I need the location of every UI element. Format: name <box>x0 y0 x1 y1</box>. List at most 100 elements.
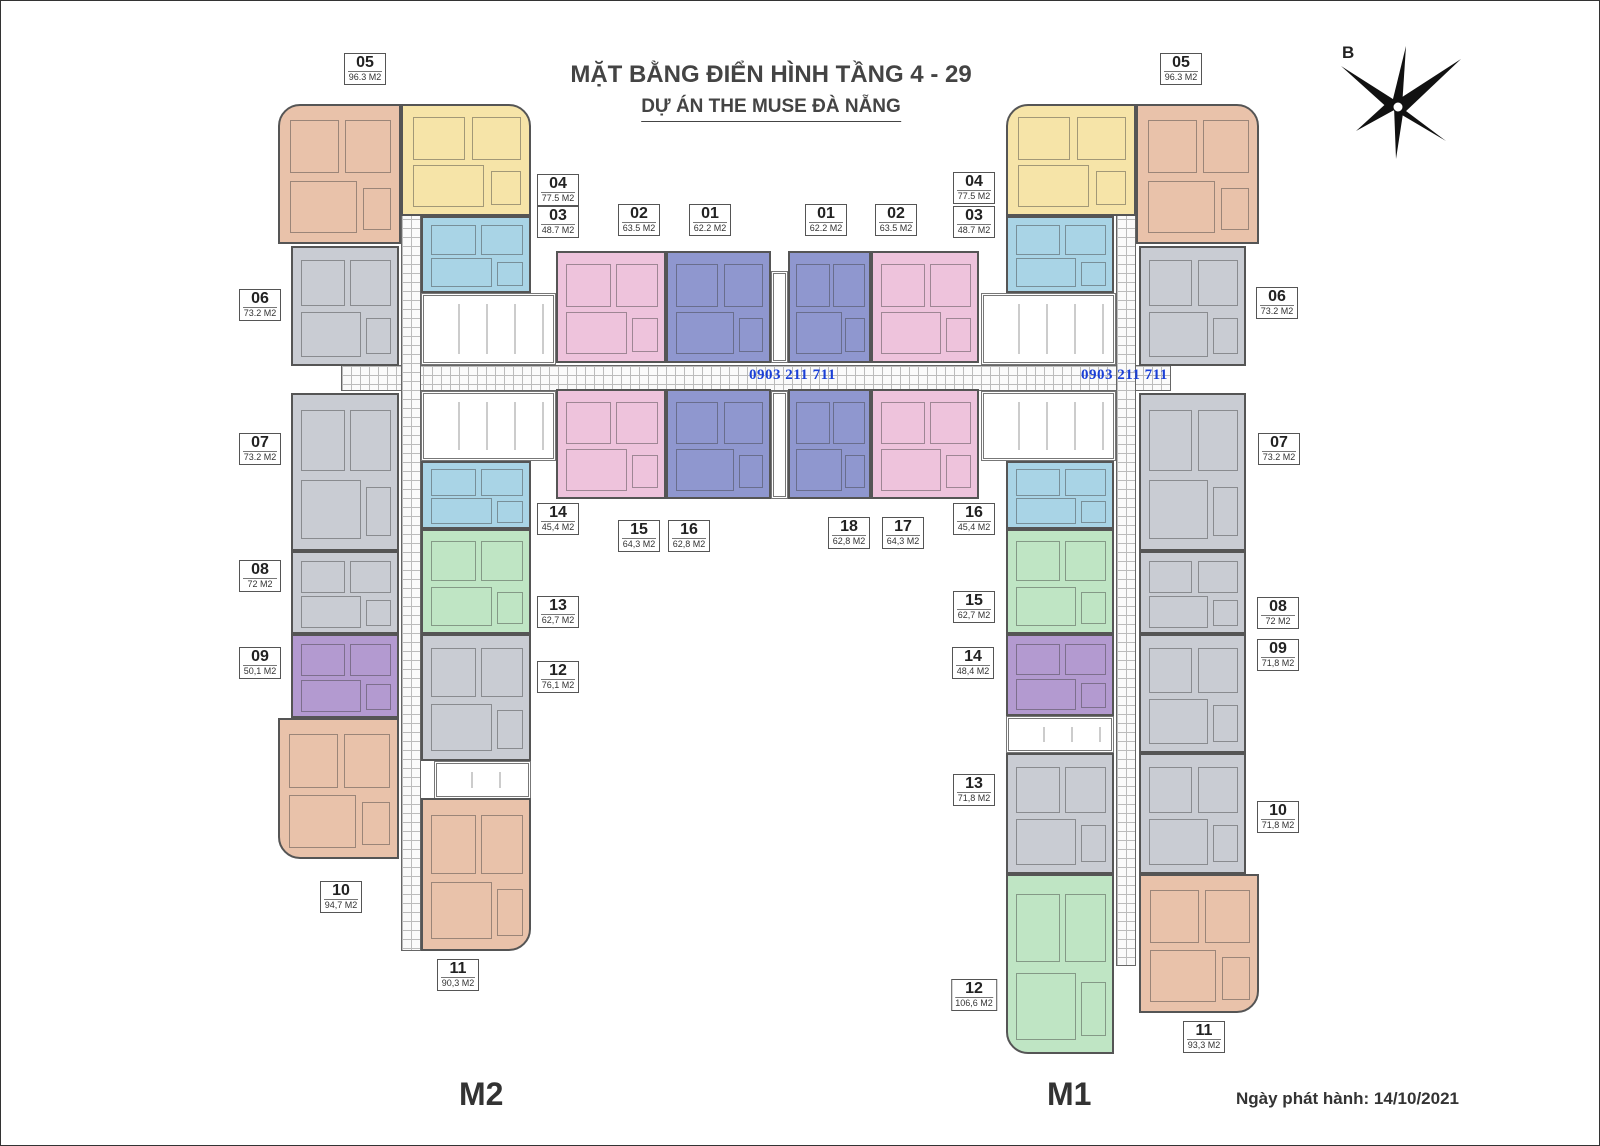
room-outline <box>881 263 925 307</box>
unit-area: 62,8 M2 <box>832 535 866 546</box>
room-outline <box>431 225 476 256</box>
room-outline <box>431 648 476 698</box>
unit-area: 90,3 M2 <box>441 977 475 988</box>
unit-area: 96.3 M2 <box>348 71 382 82</box>
room-outline <box>945 317 971 353</box>
room-outline <box>1197 560 1238 593</box>
unit-m2-04 <box>401 104 531 216</box>
corridor-horizontal <box>341 365 1171 391</box>
corridor-m1 <box>1116 191 1136 966</box>
room-outline <box>1149 311 1208 357</box>
room-outline <box>1147 119 1198 174</box>
unit-number: 15 <box>630 521 648 538</box>
room-outline <box>1213 825 1238 863</box>
unit-number: 04 <box>549 175 567 192</box>
room-outline <box>497 261 523 286</box>
room-outline <box>616 263 658 307</box>
unit-number: 14 <box>549 504 567 521</box>
phone-number-right: 0903 211 711 <box>1081 367 1168 383</box>
unit-number: 03 <box>549 207 567 224</box>
room-outline <box>1147 180 1215 234</box>
unit-area: 62.2 M2 <box>693 222 727 233</box>
unit-m2-03 <box>421 216 531 293</box>
shaft-center-upper <box>771 271 788 363</box>
room-outline <box>676 263 719 307</box>
room-outline <box>301 259 345 306</box>
core-m2-upper <box>421 293 556 365</box>
room-outline <box>1150 889 1199 943</box>
plan-title: MẶT BẰNG ĐIỂN HÌNH TẦNG 4 - 29 <box>570 61 972 88</box>
room-outline <box>566 449 627 491</box>
unit-area: 72 M2 <box>243 578 277 591</box>
room-outline <box>616 401 658 444</box>
unit-area: 45,4 M2 <box>541 521 575 532</box>
unit-number: 05 <box>356 54 374 71</box>
unit-m1-03 <box>1006 216 1114 293</box>
unit-m1-05 <box>1136 104 1259 244</box>
room-outline <box>1149 259 1193 306</box>
unit-m1-15 <box>1006 529 1114 634</box>
unit-number: 04 <box>965 173 983 190</box>
unit-number: 02 <box>887 205 905 222</box>
unit-m2-13 <box>421 529 531 634</box>
room-outline <box>1077 116 1126 160</box>
room-outline <box>1149 596 1208 628</box>
unit-m2-14 <box>421 461 531 529</box>
room-outline <box>481 648 523 698</box>
room-outline <box>497 889 523 937</box>
room-outline <box>676 449 734 491</box>
room-outline <box>1080 501 1106 523</box>
unit-area: 62,7 M2 <box>957 609 991 620</box>
unit-area: 48,4 M2 <box>956 665 990 676</box>
room-outline <box>1018 165 1090 208</box>
room-outline <box>1213 705 1238 742</box>
room-outline <box>301 311 361 357</box>
room-outline <box>301 680 361 712</box>
room-outline <box>1197 259 1238 306</box>
unit-number: 07 <box>1270 434 1288 451</box>
plan-subtitle: DỰ ÁN THE MUSE ĐÀ NẴNG <box>641 96 901 122</box>
building-label-m1: M1 <box>1047 1076 1092 1112</box>
room-outline <box>566 263 611 307</box>
unit-m1-11 <box>1139 874 1259 1013</box>
room-outline <box>930 263 971 307</box>
core-m1-upper <box>981 293 1116 365</box>
unit-m2-09 <box>291 634 399 718</box>
room-outline <box>945 454 971 489</box>
room-outline <box>1221 187 1250 231</box>
unit-number: 07 <box>251 434 269 451</box>
room-outline <box>881 401 925 444</box>
room-outline <box>1065 541 1106 582</box>
unit-m1-08 <box>1139 551 1246 634</box>
unit-area: 94,7 M2 <box>324 899 358 910</box>
room-outline <box>481 814 523 874</box>
unit-number: 11 <box>1195 1022 1213 1039</box>
room-outline <box>1080 261 1106 286</box>
unit-number: 06 <box>1268 288 1286 305</box>
unit-number: 17 <box>894 518 912 535</box>
room-outline <box>738 317 763 353</box>
room-outline <box>363 187 392 231</box>
room-outline <box>497 709 523 749</box>
unit-number: 18 <box>840 518 858 535</box>
unit-number: 12 <box>549 662 567 679</box>
room-outline <box>1016 258 1076 288</box>
unit-18 <box>788 389 871 499</box>
room-outline <box>723 401 763 444</box>
unit-number: 10 <box>1269 802 1287 819</box>
unit-number: 09 <box>1269 640 1287 657</box>
room-outline <box>413 116 466 160</box>
unit-area: 93,3 M2 <box>1187 1039 1221 1050</box>
